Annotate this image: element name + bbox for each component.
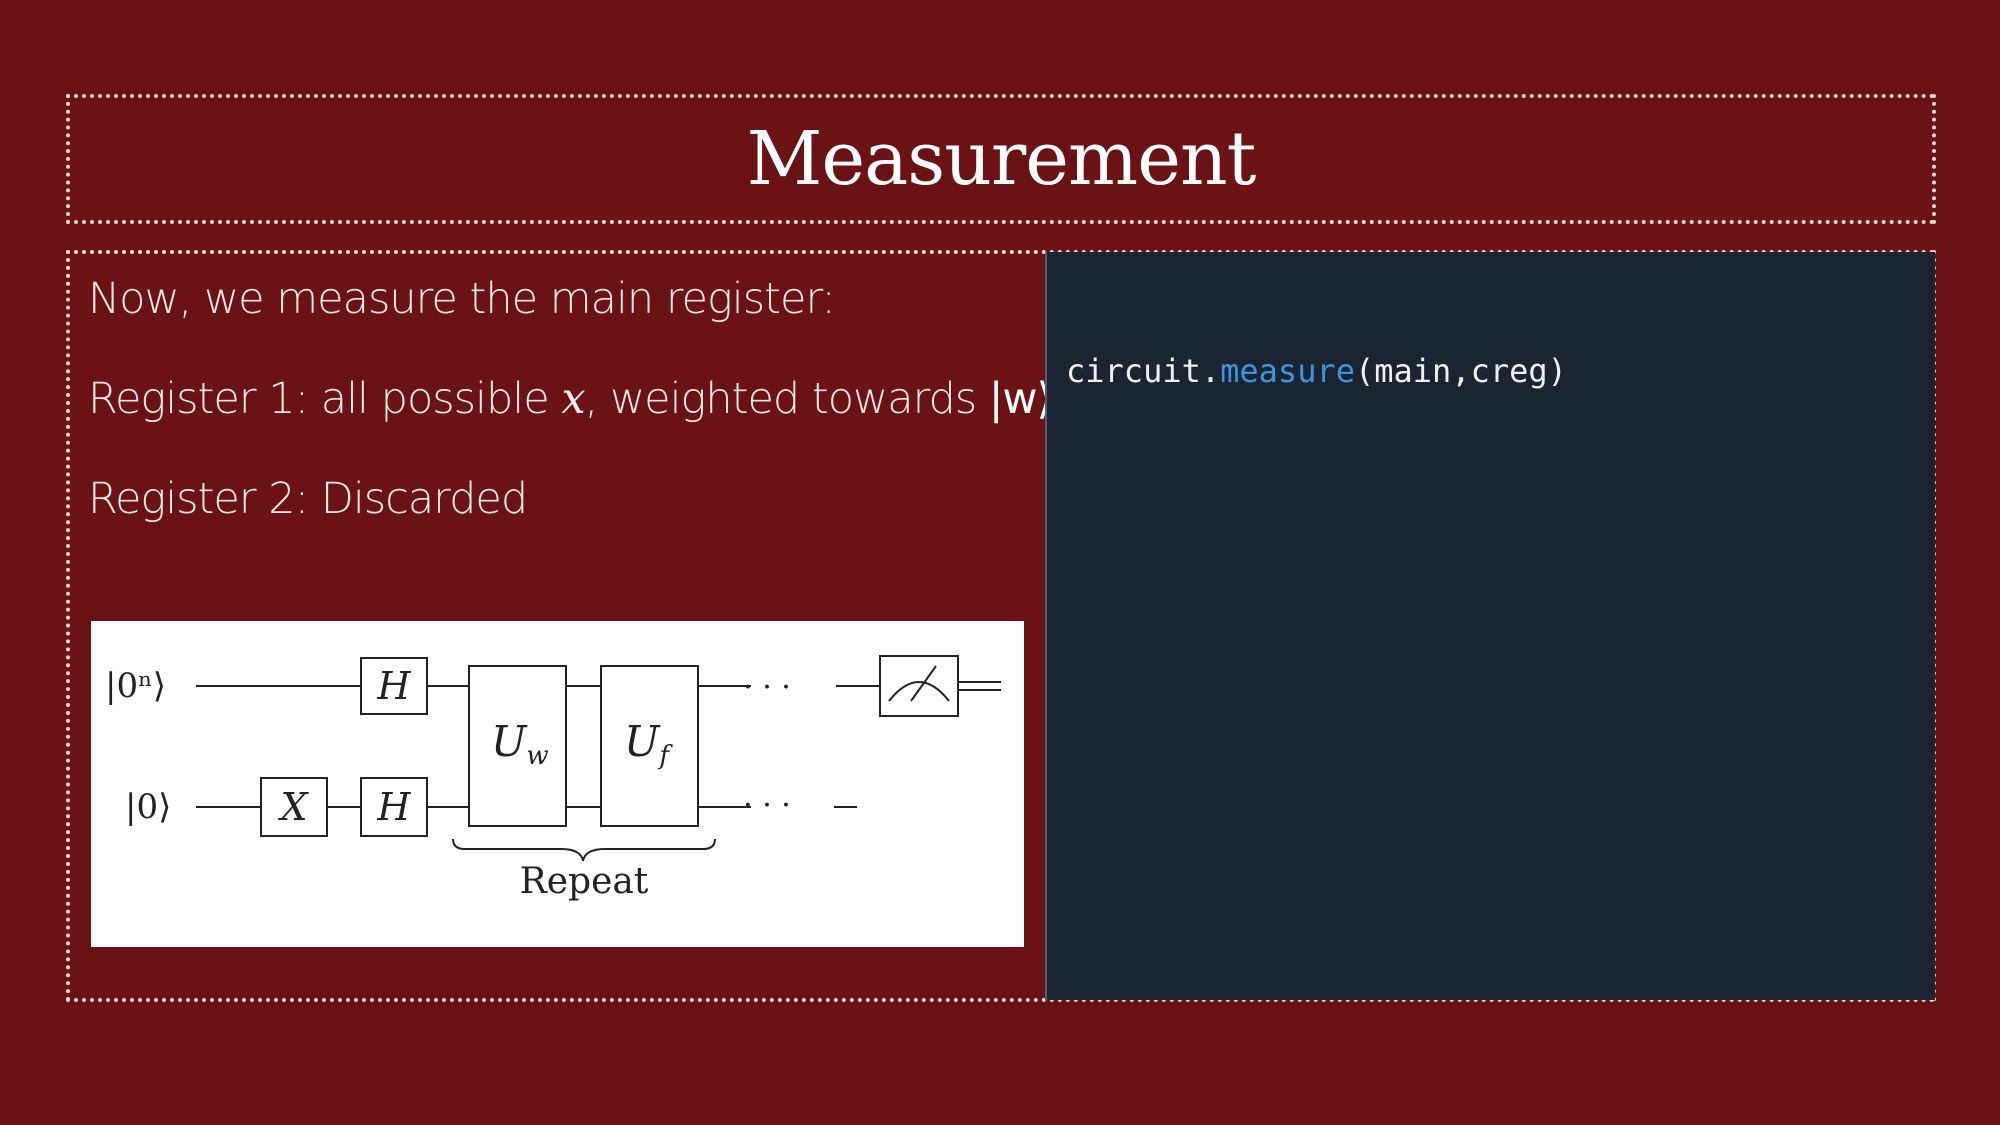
gate-h-bottom-label: H xyxy=(376,785,411,829)
repeat-label: Repeat xyxy=(520,861,649,902)
variable-x: x xyxy=(561,374,585,424)
register-1-text: Register 1: all possible xyxy=(88,374,562,424)
gate-h-top-box xyxy=(360,657,428,715)
repeat-brace xyxy=(452,838,716,862)
gate-uw-label: Uw xyxy=(491,717,549,771)
gate-h-bottom-box xyxy=(360,777,428,837)
gate-uf-box xyxy=(600,665,699,827)
input-bottom-label: |0⟩ xyxy=(125,787,171,827)
code-args: (main,creg) xyxy=(1354,352,1567,390)
code-method: measure xyxy=(1220,352,1355,390)
gate-h-top-label: H xyxy=(376,664,411,708)
code-panel: circuit.measure(main,creg) xyxy=(1045,252,1935,1000)
circuit-diagram-image: |0ⁿ⟩ |0⟩ X H H Uw Uf · · · · · · Repeat xyxy=(91,621,1024,947)
slide-title: Measurement xyxy=(746,116,1257,202)
text-line-register-1: Register 1: all possible x, weighted tow… xyxy=(88,374,1053,424)
gate-uw-box xyxy=(468,665,567,827)
text-line-register-2: Register 2: Discarded xyxy=(88,474,528,524)
dots-bottom: · · · xyxy=(743,788,791,823)
dots-top: · · · xyxy=(743,670,791,705)
circuit-diagram: |0ⁿ⟩ |0⟩ X H H Uw Uf · · · · · · Repeat xyxy=(105,655,1001,902)
gate-uf-label: Uf xyxy=(624,717,673,771)
ket-w: |w⟩ xyxy=(988,374,1053,424)
code-object: circuit. xyxy=(1066,352,1221,390)
measurement-needle xyxy=(910,665,937,702)
measurement-arc xyxy=(888,681,950,702)
gate-x-label: X xyxy=(277,785,309,829)
code-line: circuit.measure(main,creg) xyxy=(1066,352,1567,390)
register-1-weighted-text: , weighted towards xyxy=(584,374,989,424)
input-top-label: |0ⁿ⟩ xyxy=(105,666,166,706)
title-frame xyxy=(66,94,1936,224)
measurement-box xyxy=(879,655,959,717)
gate-x-box xyxy=(260,777,328,837)
text-line-measure: Now, we measure the main register: xyxy=(88,274,836,324)
